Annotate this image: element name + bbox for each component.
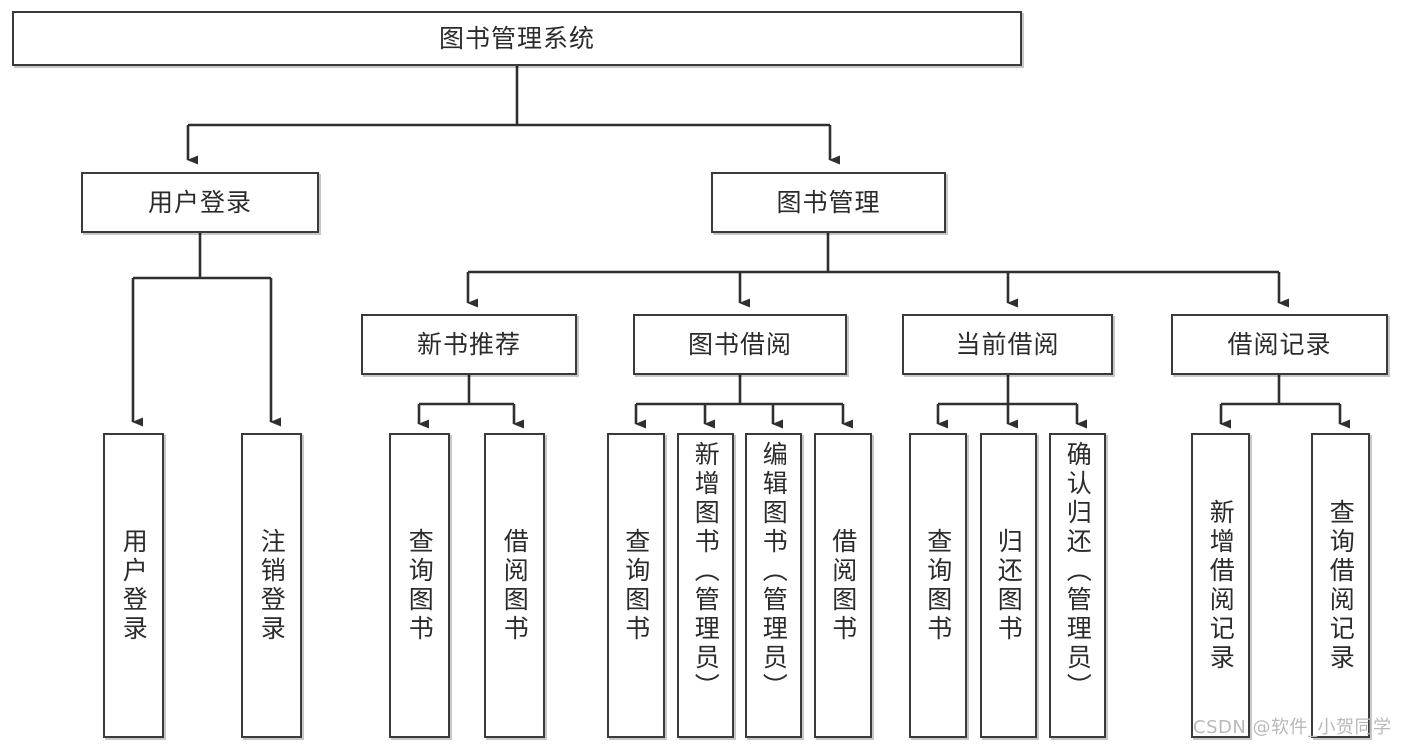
node-label: 用户登录 [119,527,149,644]
node-label: 编辑图书（管理员） [759,441,789,702]
node-label: 当前借阅 [955,330,1060,359]
node-book-manage[interactable]: 图书管理 [711,172,946,233]
node-label: 借阅图书 [500,527,530,644]
node-label: 新增图书（管理员） [691,441,721,702]
node-label: 查询图书 [621,527,651,644]
leaf-borrow-book-2[interactable]: 借阅图书 [814,433,872,738]
node-label: 图书管理系统 [438,24,595,53]
node-label: 图书借阅 [687,330,792,359]
node-current-borrow[interactable]: 当前借阅 [902,314,1113,375]
leaf-query-book-2[interactable]: 查询图书 [607,433,665,738]
node-root[interactable]: 图书管理系统 [12,11,1022,66]
leaf-return-book[interactable]: 归还图书 [980,433,1037,738]
leaf-confirm-return[interactable]: 确认归还（管理员） [1049,433,1106,738]
watermark: CSDN @软件_小贺同学 [1193,717,1392,738]
node-new-book-rec[interactable]: 新书推荐 [361,314,577,375]
leaf-query-record[interactable]: 查询借阅记录 [1311,433,1370,738]
node-label: 注销登录 [257,527,287,644]
node-label: 归还图书 [994,527,1024,644]
leaf-query-book-1[interactable]: 查询图书 [389,433,450,738]
node-label: 用户登录 [147,188,252,217]
node-borrow-record[interactable]: 借阅记录 [1171,314,1388,375]
node-label: 借阅图书 [828,527,858,644]
node-label: 新增借阅记录 [1206,498,1236,673]
node-user-login[interactable]: 用户登录 [81,172,319,233]
node-label: 确认归还（管理员） [1063,441,1093,702]
node-label: 借阅记录 [1227,330,1332,359]
leaf-edit-book[interactable]: 编辑图书（管理员） [745,433,802,738]
node-label: 查询借阅记录 [1326,498,1356,673]
leaf-borrow-book-1[interactable]: 借阅图书 [484,433,545,738]
leaf-logout[interactable]: 注销登录 [241,433,302,738]
node-label: 查询图书 [923,527,953,644]
node-label: 查询图书 [405,527,435,644]
leaf-add-book[interactable]: 新增图书（管理员） [677,433,734,738]
leaf-user-login[interactable]: 用户登录 [103,433,164,738]
node-label: 图书管理 [776,188,881,217]
leaf-add-record[interactable]: 新增借阅记录 [1191,433,1250,738]
node-book-borrow[interactable]: 图书借阅 [633,314,847,375]
leaf-query-book-3[interactable]: 查询图书 [909,433,967,738]
node-label: 新书推荐 [416,330,521,359]
